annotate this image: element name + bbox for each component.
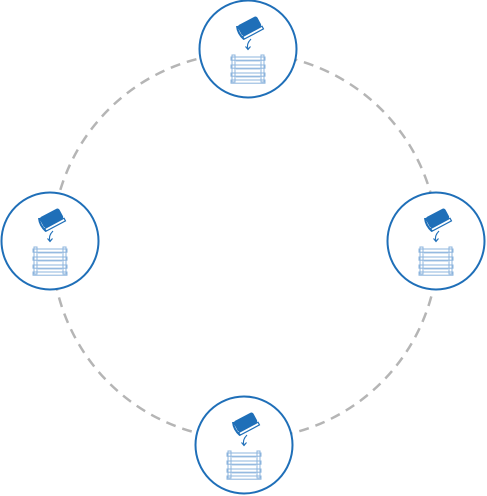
down-arrow-icon <box>47 230 54 243</box>
node-right[interactable] <box>386 191 486 291</box>
book-icon <box>38 208 67 233</box>
rack-icon <box>230 54 266 84</box>
node-left[interactable] <box>0 191 100 291</box>
node-top[interactable] <box>198 0 298 99</box>
data-transfer-icon <box>32 208 68 276</box>
book-icon <box>236 16 265 41</box>
data-transfer-icon <box>230 16 266 84</box>
data-transfer-icon <box>418 208 454 276</box>
book-icon <box>232 412 261 437</box>
down-arrow-icon <box>433 230 440 243</box>
down-arrow-icon <box>245 38 252 51</box>
node-bottom[interactable] <box>194 395 294 495</box>
book-icon <box>424 208 453 233</box>
rack-icon <box>226 450 262 480</box>
down-arrow-icon <box>241 434 248 447</box>
rack-icon <box>32 246 68 276</box>
ring-connector <box>50 51 440 441</box>
rack-icon <box>418 246 454 276</box>
data-transfer-icon <box>226 412 262 480</box>
